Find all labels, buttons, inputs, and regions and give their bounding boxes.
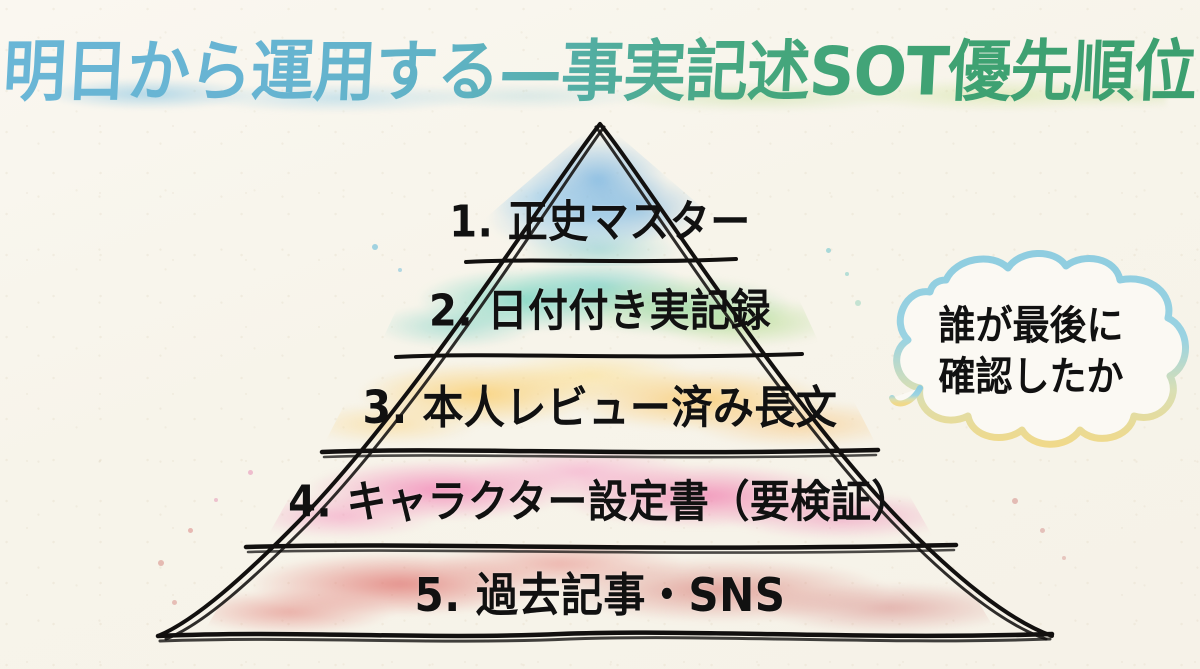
pyramid-level-4[interactable]: 4. キャラクター設定書（要検証） [262,450,938,546]
level-3-label: 3. 本人レビュー済み長文 [362,381,838,434]
callout-text: 誰が最後に 確認したか [868,240,1194,465]
pyramid-level-2[interactable]: 2. 日付付き実記録 [375,258,825,356]
level-5-label: 5. 過去記事・SNS [414,567,786,622]
callout-line-1: 誰が最後に [938,302,1124,349]
level-1-label: 1. 正史マスター [449,197,751,248]
pyramid-level-3[interactable]: 3. 本人レビュー済み長文 [320,354,880,452]
title-watercolor-wash [58,70,1166,116]
level-2-label: 2. 日付付き実記録 [429,286,771,337]
pyramid-level-1[interactable]: 1. 正史マスター [430,118,770,266]
callout-line-2: 確認したか [938,353,1124,400]
pyramid-level-5[interactable]: 5. 過去記事・SNS [200,544,1000,638]
title-block: 明日から運用する—事実記述SOT優先順位 [0,14,1200,118]
cloud-callout[interactable]: 誰が最後に 確認したか [868,248,1194,456]
level-4-label: 4. キャラクター設定書（要検証） [288,477,912,528]
